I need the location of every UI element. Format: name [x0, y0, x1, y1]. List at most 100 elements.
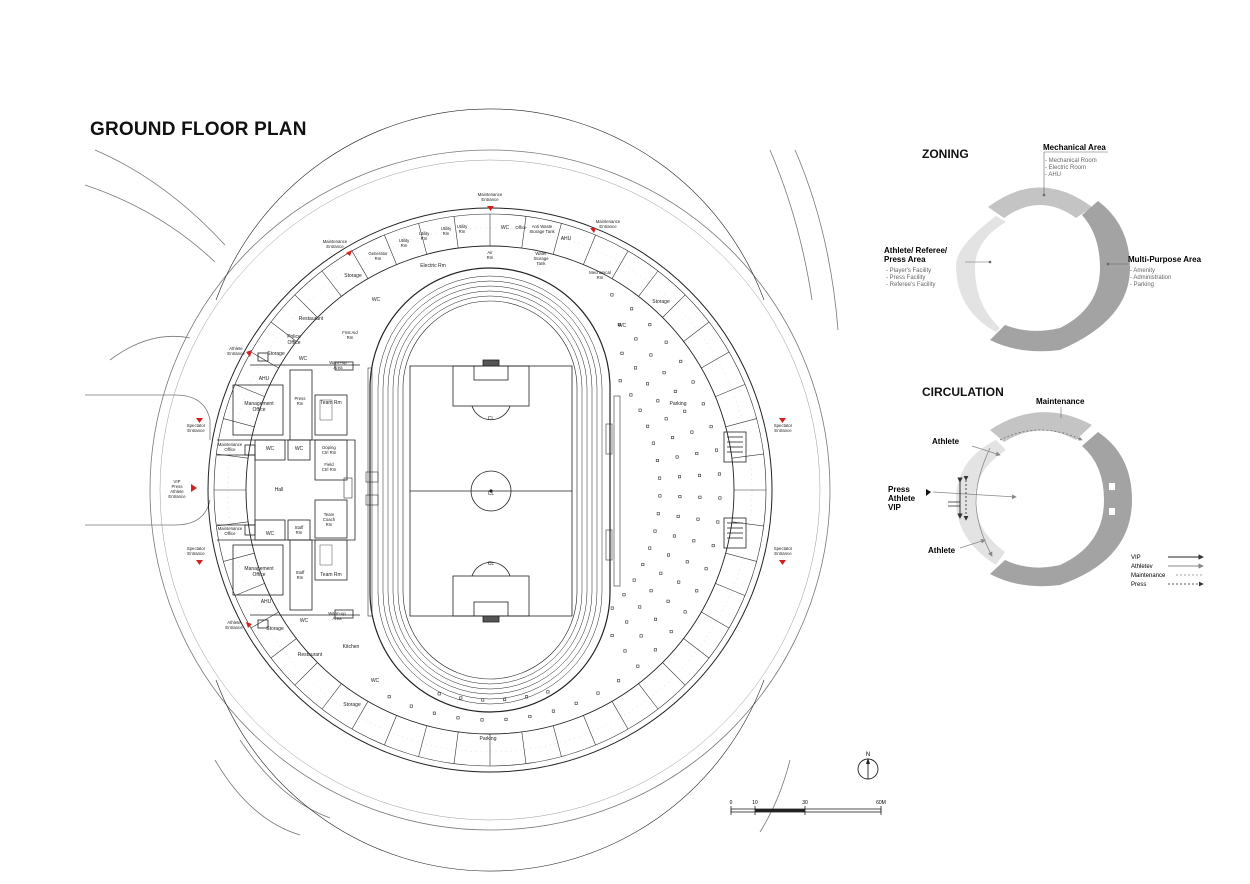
parking-column [646, 424, 650, 428]
circ-label-maintenance: Maintenance [1036, 397, 1085, 406]
structural-spoke [611, 701, 629, 730]
label-parking-e: Parking [670, 401, 687, 407]
parking-column [480, 718, 484, 722]
zone-mech-item-1: - Mechanical Room [1045, 158, 1097, 164]
parking-column [653, 648, 657, 652]
structural-spoke [270, 638, 297, 659]
parking-column [551, 709, 555, 713]
label-wc-nw: WC [372, 297, 381, 303]
parking-column [625, 620, 629, 624]
parking-column [649, 589, 653, 593]
parking-column [610, 606, 614, 610]
legend-vip: VIP [1131, 555, 1141, 561]
pitch-side-structures [343, 367, 621, 617]
parking-column [671, 436, 675, 440]
parking-column [634, 337, 638, 341]
structural-spoke [234, 583, 265, 596]
parking-column [701, 402, 705, 406]
label-restaurant-n: Restaurant [299, 316, 324, 322]
parking-column [709, 425, 713, 429]
zone-multi-item-2: - Administration [1130, 275, 1171, 281]
label-wc-w3: WC [295, 446, 304, 452]
parking-column [695, 451, 699, 455]
structural-spoke [294, 662, 318, 686]
zone-athlete-item-1: - Player's Facility [886, 268, 931, 274]
zone-mechanical-area [988, 187, 1092, 218]
parking-column [623, 649, 627, 653]
structural-spoke [725, 552, 757, 562]
parking-column [630, 307, 634, 311]
entrance-markers [191, 206, 786, 628]
parking-column [679, 359, 683, 363]
parking-column [717, 472, 721, 476]
label-storage-ne: Storage [652, 299, 670, 305]
legend-athlete: Athletev [1131, 564, 1153, 570]
scale-bar: 0 10 30 60M [730, 800, 886, 815]
label-wc-w4: WC [266, 531, 275, 537]
parking-column [504, 717, 508, 721]
structural-spoke [351, 250, 369, 279]
parking-column [651, 441, 655, 445]
parking-column [632, 578, 636, 582]
structural-spoke [611, 250, 629, 279]
parking-column [387, 695, 391, 699]
circ-zone-multipurpose [990, 432, 1132, 587]
parking-column [690, 430, 694, 434]
structural-spoke [321, 270, 342, 297]
label-cl-top: CL [488, 416, 495, 422]
structural-spoke [701, 351, 730, 369]
label-parking-s: Parking [480, 736, 497, 742]
structural-spoke [725, 418, 757, 428]
west-rooms [217, 352, 360, 629]
structural-spoke [418, 725, 428, 757]
parking-column [659, 571, 663, 575]
circ-label-press: Press [888, 485, 910, 494]
parking-column [658, 494, 662, 498]
label-team-rm-n: Team Rm [320, 400, 341, 406]
scale-tick-60: 60M [876, 800, 886, 806]
label-wc-sw: WC [371, 678, 380, 684]
parking-column [528, 714, 532, 718]
north-label: N [866, 752, 870, 758]
structural-spoke [223, 418, 255, 428]
structural-spoke [662, 294, 686, 318]
label-wc-w1: WC [299, 356, 308, 362]
parking-column [620, 351, 624, 355]
zone-athlete-item-2: - Press Facility [886, 275, 925, 281]
parking-column [685, 560, 689, 564]
structural-spoke [701, 611, 730, 629]
structural-spoke [731, 521, 764, 527]
structural-spoke [583, 234, 596, 265]
parking-columns [387, 293, 722, 722]
structural-spoke [294, 294, 318, 318]
parking-column [714, 448, 718, 452]
structural-spoke [418, 223, 428, 255]
structural-spoke [662, 662, 686, 686]
circ-core-1 [1109, 483, 1115, 490]
structural-spoke [453, 216, 459, 249]
label-team-rm-s: Team Rm [320, 572, 341, 578]
zoning-diagram: Mechanical Area - Mechanical Room - Elec… [884, 143, 1202, 352]
zone-mech-title: Mechanical Area [1043, 143, 1106, 152]
label-wc-top: WC [501, 225, 510, 231]
parking-column [596, 691, 600, 695]
football-pitch [409, 359, 573, 623]
structural-spoke [351, 701, 369, 730]
circ-entry-arrow [926, 489, 931, 496]
parking-column [656, 512, 660, 516]
circ-label-athlete-bottom: Athlete [928, 546, 956, 555]
